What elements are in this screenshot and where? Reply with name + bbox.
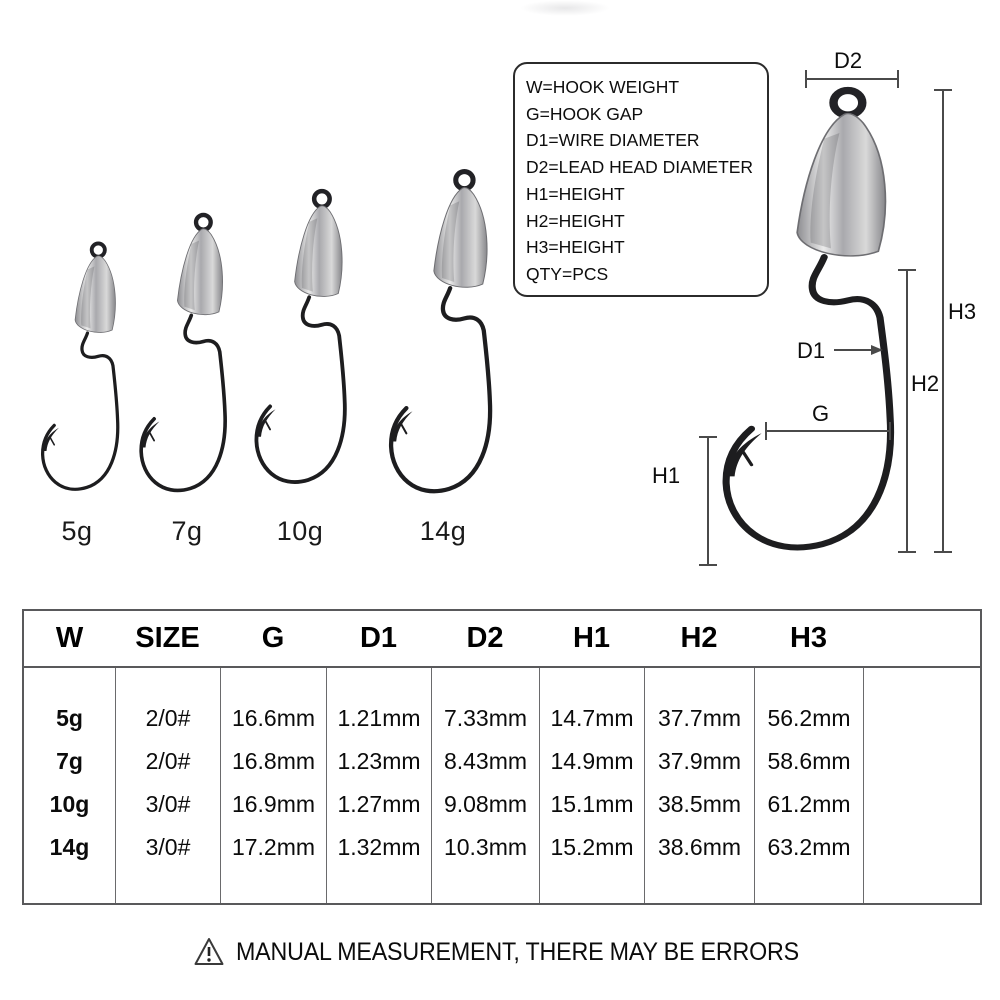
spec-table: W SIZE G D1 D2 H1 H2 H3 5g 7g 10g 14g 2/… [22,609,982,905]
legend-line: H3=HEIGHT [526,237,625,258]
table-cell: 15.2mm [550,834,634,860]
warning-text: MANUAL MEASUREMENT, THERE MAY BE ERRORS [236,938,799,966]
spec-table-body: 5g 7g 10g 14g 2/0# 2/0# 3/0# 3/0# 16.6mm… [24,666,980,903]
table-cell: 3/0# [145,791,191,817]
legend-line: G=HOOK GAP [526,103,644,124]
table-cell: 16.9mm [231,791,316,817]
jig-hook-10g-image [251,187,351,490]
table-cell: 1.27mm [337,791,421,817]
dim-label-d2: D2 [834,48,863,73]
col-header-h3: H3 [789,622,828,654]
table-cell: 7g [56,748,83,774]
col-header-size: SIZE [135,622,200,654]
table-cell: 38.5mm [657,791,742,817]
spec-table-header: W SIZE G D1 D2 H1 H2 H3 [24,611,980,666]
column-size: 2/0# 2/0# 3/0# 3/0# [115,668,220,903]
col-header-h1: H1 [572,622,611,654]
legend-line: H2=HEIGHT [526,210,625,231]
jig-hook-5g-image [38,240,123,496]
jig-hook-diagram-image [716,84,902,560]
col-header-w: W [55,622,84,654]
column-w: 5g 7g 10g 14g [24,668,115,903]
legend-box: W=HOOK WEIGHT G=HOOK GAP D1=WIRE DIAMETE… [513,62,769,297]
table-cell: 1.32mm [337,834,421,860]
legend-line: QTY=PCS [526,263,609,284]
table-cell: 10g [49,791,90,817]
table-cell: 61.2mm [767,791,851,817]
table-cell: 63.2mm [767,834,851,860]
table-cell: 56.2mm [767,705,851,731]
jig-hook-14g-image [385,167,497,500]
table-cell: 17.2mm [231,834,316,860]
table-cell: 14.9mm [550,748,634,774]
hook-weight-label: 14g [419,516,467,546]
table-cell: 2/0# [145,748,191,774]
col-header-g: G [261,622,285,654]
table-cell: 3/0# [145,834,191,860]
column-h1: 14.7mm 14.9mm 15.1mm 15.2mm [539,668,644,903]
table-cell: 16.8mm [231,748,316,774]
column-g: 16.6mm 16.8mm 16.9mm 17.2mm [220,668,326,903]
legend-line: H1=HEIGHT [526,183,625,204]
table-cell: 38.6mm [657,834,742,860]
table-cell: 37.9mm [657,748,742,774]
table-cell: 2/0# [145,705,191,731]
warning-row: MANUAL MEASUREMENT, THERE MAY BE ERRORS [0,930,1000,980]
warning-triangle-icon [194,938,224,965]
legend-line: D2=LEAD HEAD DIAMETER [526,157,754,178]
table-cell: 16.6mm [231,705,316,731]
photo-artifact [520,0,610,16]
jig-hook-7g-image [136,211,231,498]
column-h2: 37.7mm 37.9mm 38.5mm 38.6mm [644,668,754,903]
column-d2: 7.33mm 8.43mm 9.08mm 10.3mm [431,668,539,903]
table-cell: 7.33mm [443,705,528,731]
table-cell: 10.3mm [443,834,528,860]
table-cell: 14.7mm [550,705,634,731]
dim-label-h2: H2 [911,371,940,396]
legend-line: D1=WIRE DIAMETER [526,130,700,151]
table-cell: 5g [56,705,83,731]
dim-label-h3: H3 [948,299,977,324]
col-header-h2: H2 [680,622,718,654]
hook-weight-label: 5g [61,516,93,546]
table-cell: 37.7mm [657,705,742,731]
dim-label-h1: H1 [652,463,681,488]
column-h3: 56.2mm 58.6mm 61.2mm 63.2mm [754,668,863,903]
table-cell: 1.23mm [337,748,421,774]
legend-line: W=HOOK WEIGHT [526,77,680,97]
table-cell: 15.1mm [550,791,634,817]
column-d1: 1.21mm 1.23mm 1.27mm 1.32mm [326,668,431,903]
dim-label-g: G [812,401,830,426]
hook-weight-label: 7g [171,516,203,546]
table-cell: 58.6mm [767,748,851,774]
col-header-d1: D1 [359,622,398,654]
table-cell: 9.08mm [443,791,528,817]
col-header-d2: D2 [466,622,504,654]
dim-label-d1: D1 [797,338,826,363]
table-cell: 1.21mm [337,705,421,731]
column-empty [863,668,980,903]
hook-weight-label: 10g [276,516,324,546]
table-cell: 8.43mm [443,748,528,774]
table-cell: 14g [49,834,90,860]
